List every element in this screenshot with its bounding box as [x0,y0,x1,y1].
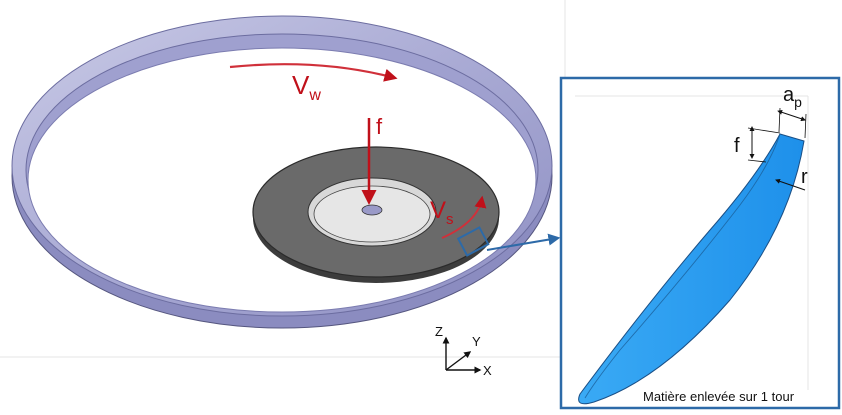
ap-dimension [777,109,806,122]
axes-triad: Z Y X [435,324,492,378]
r-leader [775,178,806,191]
detail-caption: Matière enlevée sur 1 tour [643,389,795,404]
axis-z-label: Z [435,324,443,339]
ap-label: ap [783,84,802,110]
vw-rotation-arrow [229,63,398,82]
workpiece-disc [252,146,500,283]
force-label: f [376,114,383,139]
axis-y-label: Y [472,334,481,349]
vs-label: Vs [430,197,454,228]
vs-rotation-arrow [441,195,487,239]
r-label: r [801,166,808,188]
removed-chip [578,133,805,405]
contact-zone-marker [456,226,490,257]
detail-panel: ap f r Matière enlevée sur 1 tour [559,76,841,410]
f-detail-label: f [734,135,740,157]
detail-leader-arrow [486,233,561,251]
vw-label: Vw [292,70,321,104]
axis-x-label: X [483,363,492,378]
